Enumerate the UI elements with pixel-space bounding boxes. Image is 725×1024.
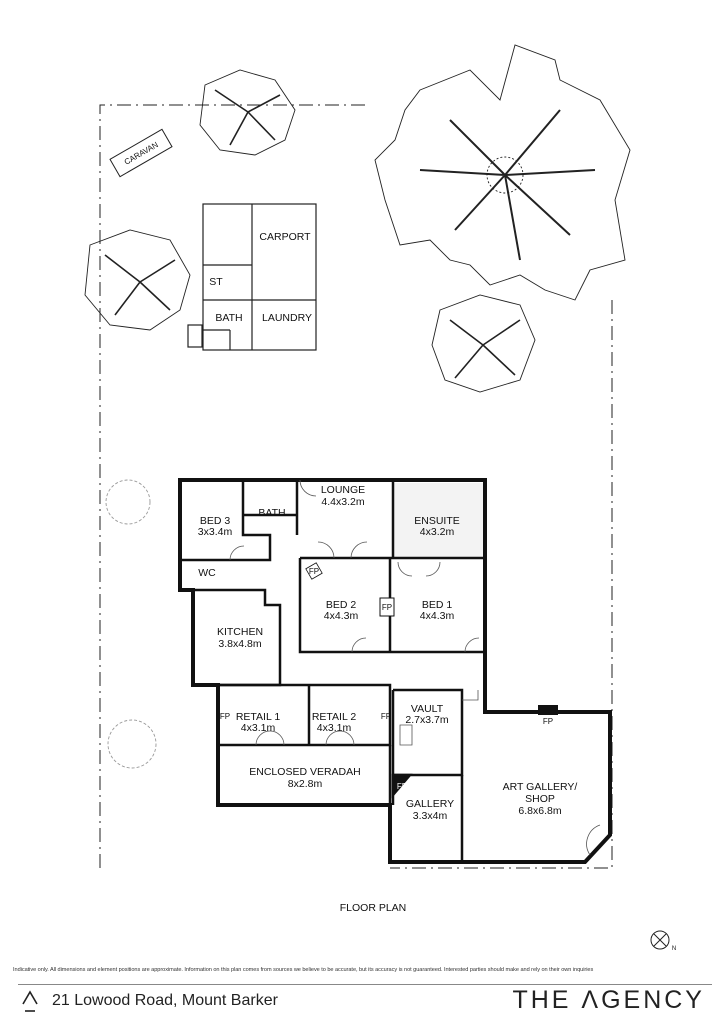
room-size: 2.7x3.7m (405, 714, 448, 726)
svg-text:N: N (672, 946, 676, 952)
room-name: SHOP (525, 793, 555, 805)
fireplace-label: FP (381, 712, 391, 721)
tree (107, 719, 157, 769)
room-size: 8x2.8m (288, 778, 323, 790)
caravan: CARAVAN (109, 128, 173, 178)
tree (105, 479, 151, 525)
floor-plan-drawing: CARAVAN CARPORT ST BATH LAUNDRY (84, 44, 676, 952)
floor-plan-title: FLOOR PLAN (340, 902, 407, 914)
brand-logo: THE ΛGENCY (512, 986, 705, 1014)
tree (84, 229, 191, 331)
room-name: WC (198, 567, 216, 579)
store-label: ST (209, 276, 223, 288)
room-name: RETAIL 1 (236, 711, 281, 723)
room-size: 3.3x4m (413, 810, 448, 822)
room-size: 4.4x3.2m (321, 496, 364, 508)
disclaimer: Indicative only. All dimensions and elem… (13, 967, 594, 973)
room-size: 3.8x4.8m (218, 638, 261, 650)
outbuilding (187, 203, 317, 351)
fireplace-label: FP (397, 782, 407, 791)
room-name: ENCLOSED VERADAH (249, 766, 360, 778)
room-name: ART GALLERY/ (503, 781, 578, 793)
outbuilding-bath-label: BATH (215, 312, 242, 324)
tree-large (374, 44, 631, 301)
footer-divider (18, 984, 712, 985)
room-size: 4x3.1m (317, 722, 352, 734)
room-name: LOUNGE (321, 484, 365, 496)
property-boundary (99, 104, 613, 869)
laundry-label: LAUNDRY (262, 312, 312, 324)
room-name: BED 1 (422, 599, 453, 611)
room-name: BED 2 (326, 599, 357, 611)
room-size: 4x4.3m (420, 610, 455, 622)
agency-logo-icon (22, 990, 38, 1012)
house (178, 478, 612, 864)
room-name: GALLERY (406, 798, 454, 810)
room-name: ENSUITE (414, 515, 460, 527)
room-size: 4x3.2m (420, 526, 455, 538)
room-size: 4x3.1m (241, 722, 276, 734)
carport-label: CARPORT (259, 231, 311, 243)
room-name: RETAIL 2 (312, 711, 357, 723)
room-size: 4x4.3m (324, 610, 359, 622)
tree (431, 294, 536, 393)
property-address: 21 Lowood Road, Mount Barker (52, 992, 278, 1009)
room-name: BATH (258, 507, 285, 519)
room-labels: BED 3 3x3.4m BATH LOUNGE 4.4x3.2m ENSUIT… (198, 484, 578, 822)
room-name: VAULT (411, 703, 444, 715)
trees (84, 44, 631, 769)
compass-icon: N (650, 930, 676, 952)
room-name: KITCHEN (217, 626, 263, 638)
room-size: 6.8x6.8m (518, 805, 561, 817)
fireplace-label: FP (543, 717, 553, 726)
fireplace-label: FP (309, 567, 319, 576)
fireplace-label: FP (382, 603, 392, 612)
room-size: 3x3.4m (198, 526, 233, 538)
tree (199, 69, 296, 156)
room-name: BED 3 (200, 515, 231, 527)
fireplace-label: FP (220, 712, 230, 721)
